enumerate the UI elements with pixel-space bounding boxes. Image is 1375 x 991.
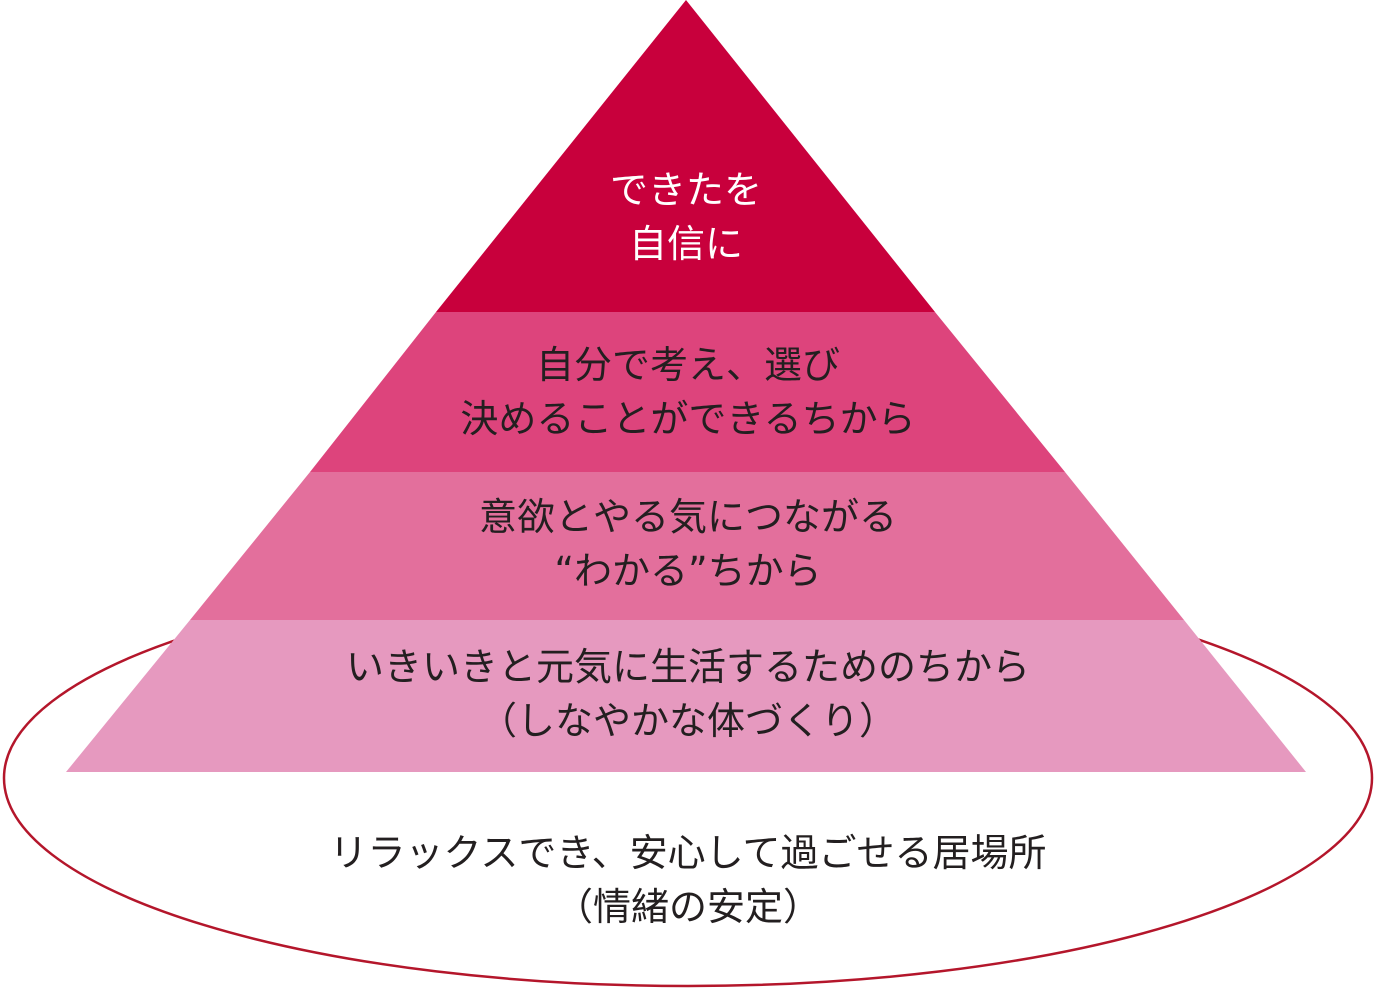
base-line1: リラックスでき、安心して過ごせる居場所 (329, 831, 1047, 875)
tier-bottom-line1: いきいきと元気に生活するためのちから (345, 645, 1030, 689)
tier-bottom-line2: （しなやかな体づくり） (478, 699, 897, 743)
tier-top-line1: できたを (609, 168, 762, 212)
tier-top-label: できたを 自信に (536, 163, 836, 271)
tier-lower-middle-line1: 意欲とやる気につながる (478, 495, 897, 539)
tier-lower-middle-line2: “わかる”ちから (554, 549, 822, 593)
tier-bottom-label: いきいきと元気に生活するためのちから （しなやかな体づくり） (238, 640, 1138, 748)
tier-lower-middle-label: 意欲とやる気につながる “わかる”ちから (338, 490, 1038, 598)
tier-lower-middle (190, 472, 1184, 620)
tier-upper-middle-line2: 決めることができるちから (460, 397, 916, 441)
base-label: リラックスでき、安心して過ごせる居場所 （情緒の安定） (238, 826, 1138, 934)
tier-bottom (66, 620, 1306, 772)
tier-top-line2: 自信に (628, 222, 743, 266)
tier-upper-middle-label: 自分で考え、選び 決めることができるちから (388, 338, 988, 446)
tier-upper-middle-line1: 自分で考え、選び (535, 343, 840, 387)
tier-top (436, 0, 935, 312)
base-line2: （情緒の安定） (554, 885, 821, 929)
tier-upper-middle (310, 312, 1065, 472)
